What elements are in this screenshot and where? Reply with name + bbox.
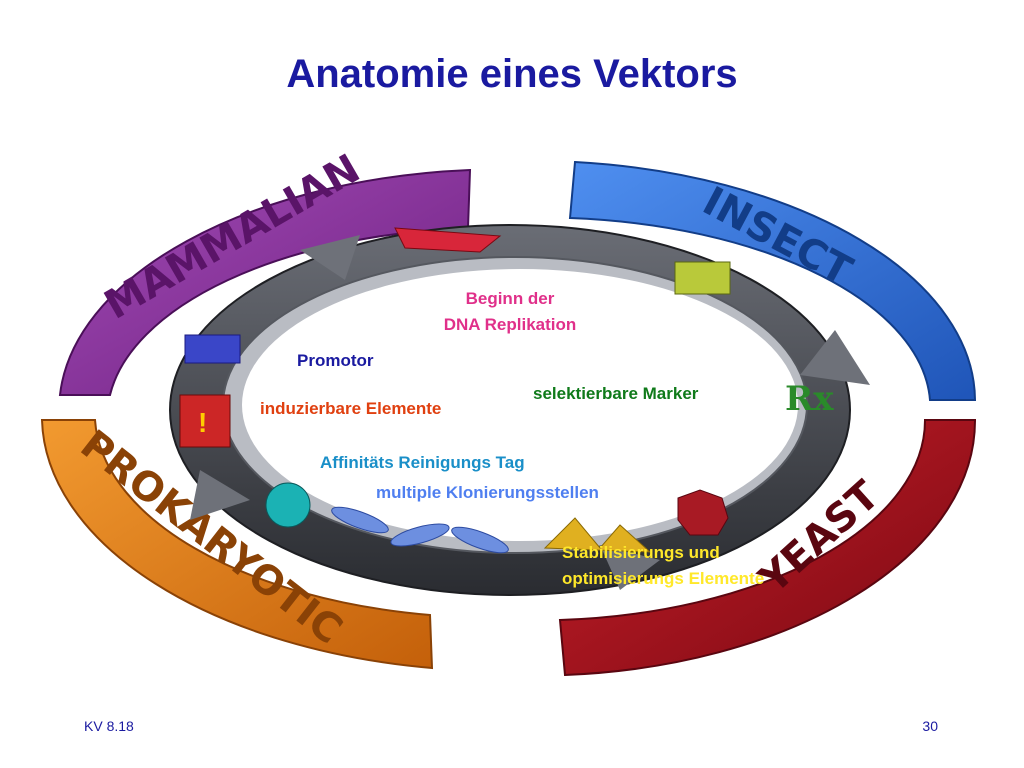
label-promotor: Promotor	[297, 351, 374, 370]
arrow-head-top	[300, 235, 360, 280]
arrow-head-bottom	[600, 545, 660, 590]
label-origin-line2: DNA Replikation	[443, 315, 577, 334]
tag-icon	[265, 482, 311, 528]
segment-prokaryotic	[40, 419, 434, 670]
footer-course-code: KV 8.18	[84, 718, 134, 734]
slide-title: Anatomie eines Vektors	[286, 52, 738, 96]
label-selectable-marker: selektierbare Marker	[533, 384, 699, 403]
ring-icons: Rx !	[179, 227, 834, 554]
gene-icon	[674, 261, 731, 295]
arrow-head-left	[190, 470, 250, 520]
Rx-icon: Rx	[785, 379, 834, 419]
origin-icon	[394, 227, 502, 253]
scissors-icon	[331, 506, 509, 554]
label-stabilizing-line2: optimisierungs Elemente	[562, 569, 765, 588]
promoter-icon	[184, 334, 241, 364]
exclamation-icon	[179, 394, 231, 448]
segment-yeast	[558, 419, 977, 677]
stop-icon	[677, 489, 729, 536]
label-origin-line1: Beginn der	[465, 289, 555, 308]
segment-insect	[568, 160, 977, 401]
label-inducible-elements: induzierbare Elemente	[260, 399, 442, 418]
label-affinity-tag: Affinitäts Reinigungs Tag	[320, 453, 525, 472]
page-number: 30	[922, 718, 938, 734]
label-cloning-sites: multiple Klonierungsstellen	[376, 483, 599, 502]
stabilizing-element-icon	[543, 517, 652, 553]
exclamation-mark: !	[198, 407, 207, 438]
arrow-head-right	[800, 330, 870, 385]
label-stabilizing-line1: Stabilisierungs und	[562, 543, 720, 562]
segment-mammalian	[58, 168, 472, 396]
